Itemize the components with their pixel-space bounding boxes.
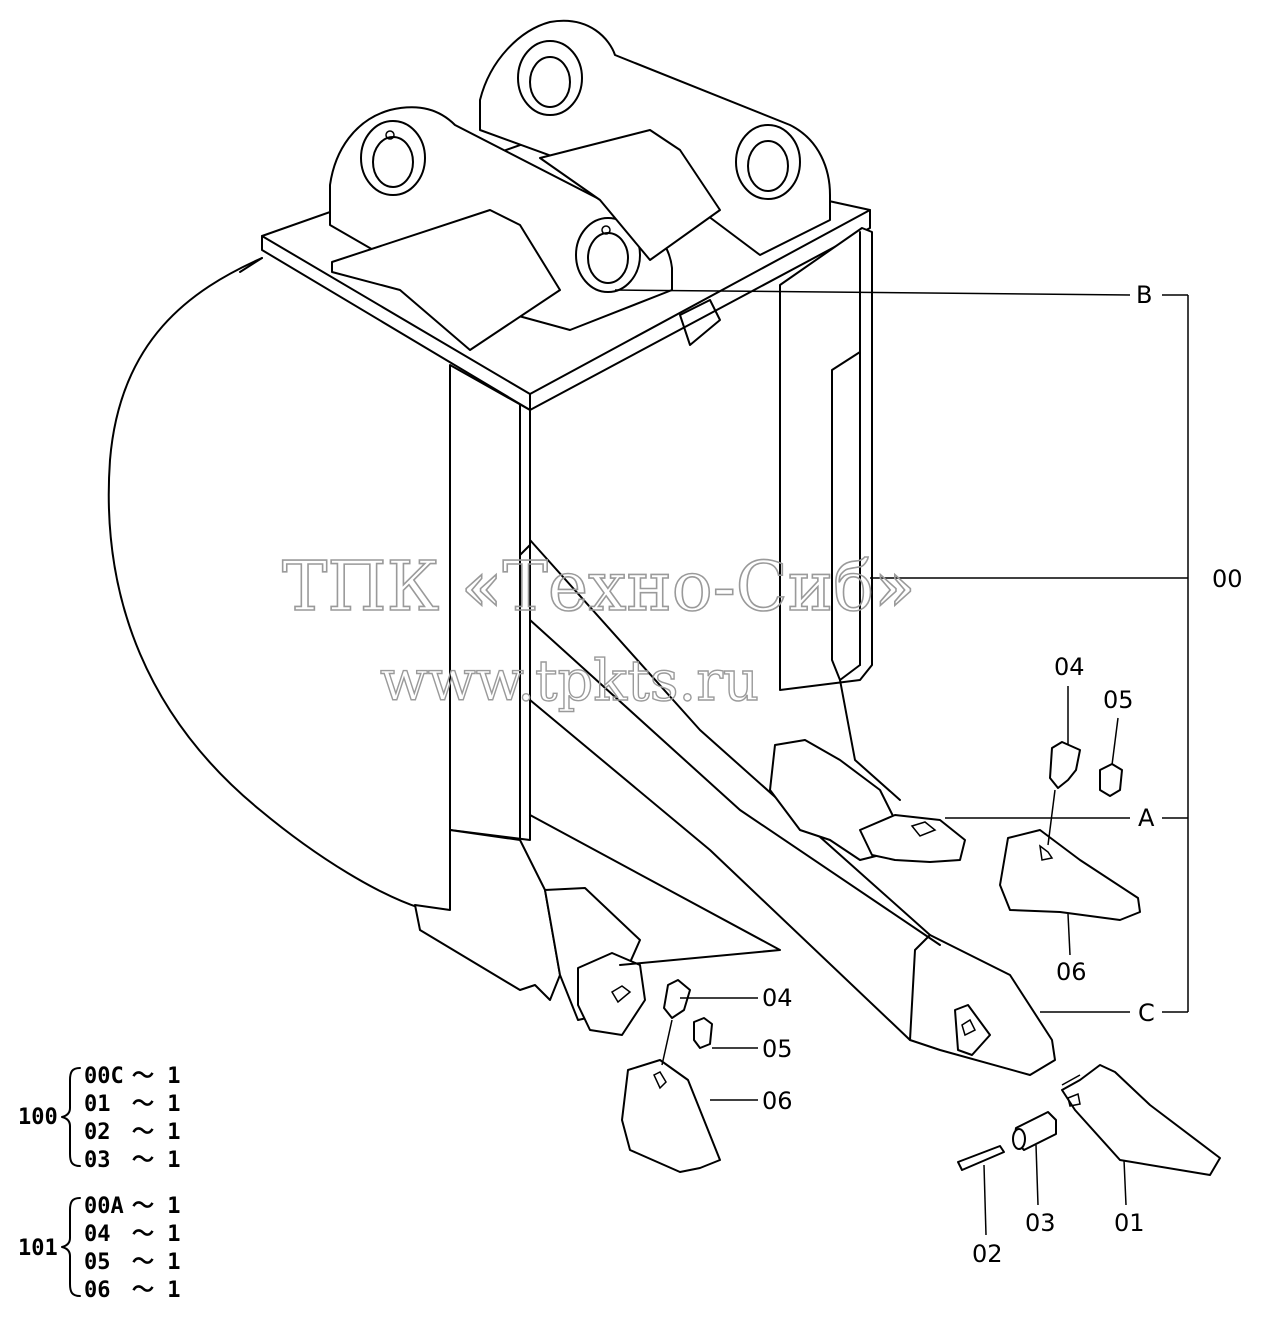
callout-00: 00 xyxy=(1212,565,1243,593)
bom-101-qty-3: ～ 1 xyxy=(132,1278,181,1303)
lower-tooth-group xyxy=(957,1064,1221,1176)
bom-assembly-100: 100 xyxy=(18,1105,58,1130)
right-tooth-06 xyxy=(999,829,1141,921)
left-tooth-06 xyxy=(621,1059,721,1173)
bom-assembly-101: 101 xyxy=(18,1236,58,1261)
bom-101-part-3: 06 xyxy=(84,1278,111,1303)
callout-a: A xyxy=(1138,804,1155,832)
right-pin-05 xyxy=(1099,763,1123,797)
right-lock-04 xyxy=(1049,741,1081,789)
left-tooth-group xyxy=(621,979,721,1173)
watermark: ТПК «Техно-Сиб» www.tpkts.ru xyxy=(281,547,916,715)
callout-02: 02 xyxy=(972,1240,1003,1268)
bom-100-part-1: 01 xyxy=(84,1092,111,1117)
callout-03: 03 xyxy=(1025,1209,1056,1237)
bom-101-qty-0: ～ 1 xyxy=(132,1194,181,1219)
leader-lines xyxy=(614,289,1189,1236)
bom-100-part-0: 00C xyxy=(84,1064,124,1089)
bom-101-qty-2: ～ 1 xyxy=(132,1250,181,1275)
bom-100-part-3: 03 xyxy=(84,1148,111,1173)
callout-06-right: 06 xyxy=(1056,958,1087,986)
bom-100-qty-0: ～ 1 xyxy=(132,1064,181,1089)
bucket-body xyxy=(107,19,1056,1076)
callout-04-left: 04 xyxy=(762,984,793,1012)
left-pin-05 xyxy=(693,1017,713,1049)
callout-b: B xyxy=(1136,281,1152,309)
callout-labels: B 00 04 05 A 06 04 C 05 06 01 03 02 xyxy=(762,281,1243,1268)
bom-table: 100 00C ～ 1 01 ～ 1 02 ～ 1 03 ～ 1 101 00A… xyxy=(18,1064,181,1303)
callout-06-left: 06 xyxy=(762,1087,793,1115)
right-tooth-group xyxy=(999,741,1141,921)
bom-101-part-0: 00A xyxy=(84,1194,124,1219)
bom-100-qty-2: ～ 1 xyxy=(132,1120,181,1145)
left-lock-04 xyxy=(663,979,691,1019)
bom-100-qty-1: ～ 1 xyxy=(132,1092,181,1117)
callout-05-left: 05 xyxy=(762,1035,793,1063)
pin-02 xyxy=(957,1145,1005,1171)
callout-01: 01 xyxy=(1114,1209,1145,1237)
bom-101-part-1: 04 xyxy=(84,1222,111,1247)
bom-100-qty-3: ～ 1 xyxy=(132,1148,181,1173)
bom-101-part-2: 05 xyxy=(84,1250,111,1275)
bom-100-part-2: 02 xyxy=(84,1120,111,1145)
callout-05-right: 05 xyxy=(1103,686,1134,714)
tooth-01 xyxy=(1061,1064,1221,1176)
bom-101-qty-1: ～ 1 xyxy=(132,1222,181,1247)
watermark-line2: www.tpkts.ru xyxy=(380,649,759,714)
callout-c: C xyxy=(1138,999,1155,1027)
watermark-line1: ТПК «Техно-Сиб» xyxy=(282,548,916,627)
callout-04-right: 04 xyxy=(1054,653,1085,681)
